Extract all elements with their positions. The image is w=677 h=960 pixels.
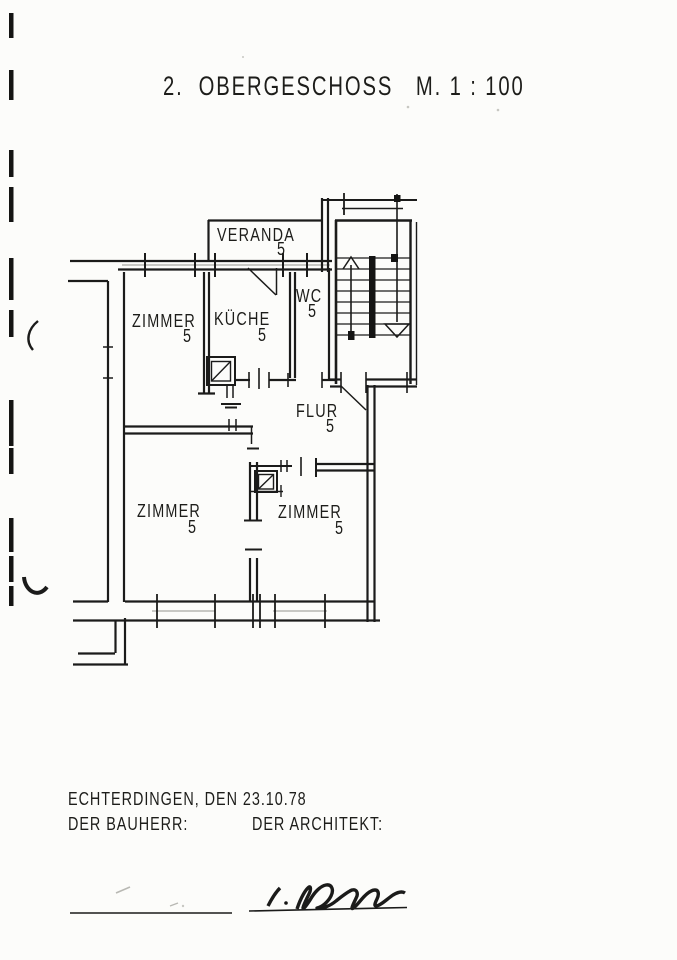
kitchen-door-swing: [247, 267, 278, 296]
room-label-flur: FLUR: [296, 401, 339, 421]
bottom-exterior-wall: [73, 594, 380, 628]
stairs-down-arrow: [383, 194, 411, 339]
stairs-up-arrow: [342, 255, 360, 340]
room-label-veranda: VERANDA: [217, 225, 296, 245]
room-size-zimmer-bottom-left: 5: [188, 517, 198, 537]
veranda-walls: [207, 198, 330, 272]
room-size-wc: 5: [308, 301, 318, 321]
stair-treads: [337, 256, 410, 338]
scan-artifacts: [9, 13, 500, 606]
room-size-zimmer-top-left: 5: [183, 326, 193, 346]
title-name: OBERGESCHOSS: [198, 71, 394, 101]
room-label-zimmer-bottom-right: ZIMMER: [278, 502, 342, 522]
footer-client-label: DER BAUHERR:: [68, 814, 189, 834]
bottom-left-annex-walls: [73, 600, 128, 666]
room-size-flur: 5: [326, 416, 336, 436]
footer-place-date: ECHTERDINGEN, DEN 23.10.78: [68, 789, 307, 809]
stair-door-swing: [340, 385, 367, 411]
room-label-kueche: KÜCHE: [214, 309, 271, 329]
hall-walls: [236, 368, 374, 477]
signature-line-right: [248, 906, 408, 912]
kitchen-walls: [198, 272, 215, 395]
room-label-zimmer-top-left: ZIMMER: [132, 311, 196, 331]
right-exterior-wall: [366, 385, 376, 622]
room-size-kueche: 5: [258, 325, 268, 345]
kitchen-sink-fixture: [206, 356, 241, 405]
room-label-zimmer-bottom-left: ZIMMER: [137, 501, 201, 521]
room-size-veranda: 5: [277, 239, 287, 259]
signature-area: [70, 883, 408, 914]
footer-architect-label: DER ARCHITEKT:: [252, 814, 384, 834]
title-scale: M. 1 : 100: [415, 71, 525, 101]
stair-stringer: [369, 256, 376, 338]
architect-signature: [266, 883, 406, 911]
top-exterior-wall: [68, 253, 332, 283]
room-size-zimmer-bottom-right: 5: [335, 518, 345, 538]
title-floor: 2.: [163, 71, 184, 101]
room-label-wc: WC: [296, 286, 323, 306]
chimney-flue: [250, 470, 283, 497]
left-exterior-wall: [103, 272, 126, 602]
page-title: 2. OBERGESCHOSS M. 1 : 100: [163, 72, 525, 100]
wc-walls: [288, 268, 331, 379]
